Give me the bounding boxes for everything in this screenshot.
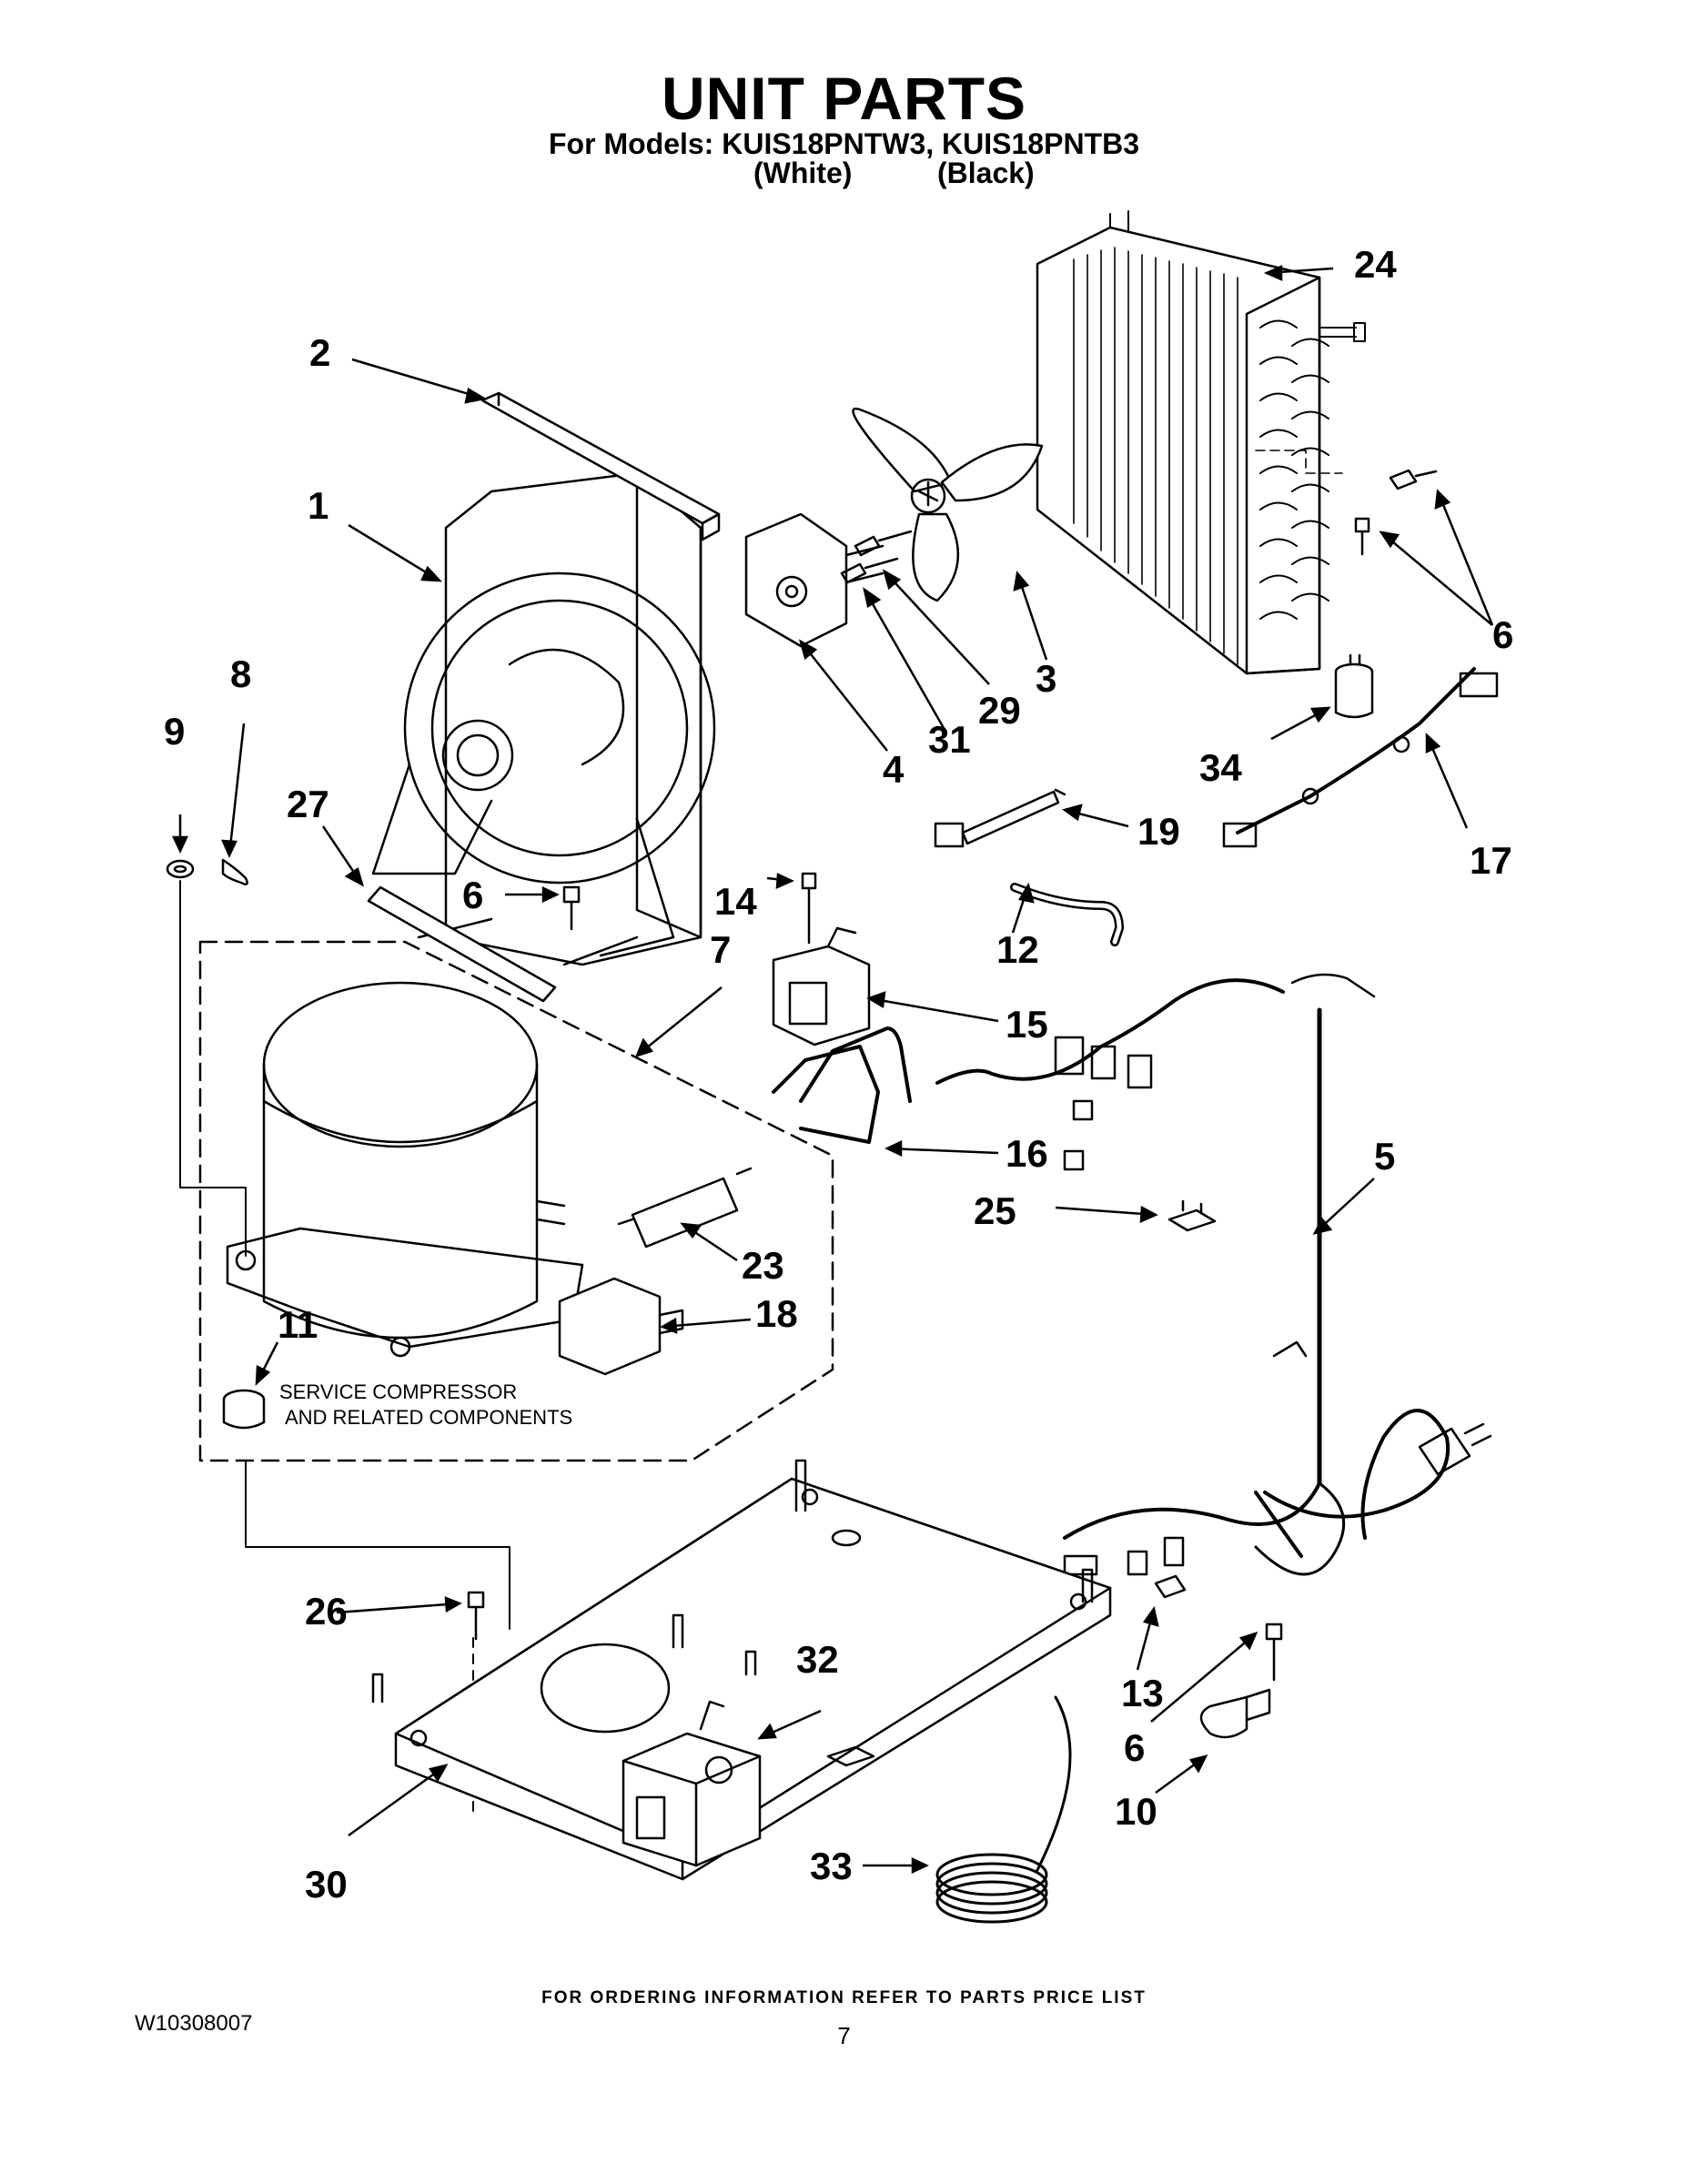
- clip: [221, 858, 248, 885]
- callout-27: 27: [287, 783, 329, 825]
- callout-4: 4: [883, 748, 905, 791]
- condenser-coil: [1036, 210, 1366, 675]
- callout-29: 29: [978, 689, 1021, 732]
- callout-16: 16: [1006, 1132, 1048, 1175]
- callout-25: 25: [974, 1189, 1016, 1232]
- callout-7: 7: [710, 928, 731, 971]
- callout-19: 19: [1137, 810, 1180, 853]
- water-valve-assembly: [622, 1700, 762, 1867]
- service-group-outline: [198, 940, 834, 1462]
- washer: [166, 859, 195, 879]
- callout-6-mid: 6: [462, 874, 483, 916]
- callout-1: 1: [308, 484, 329, 527]
- callout-26: 26: [305, 1590, 348, 1633]
- models-subtitle: For Models: KUIS18PNTW3, KUIS18PNTB3: [549, 127, 1139, 160]
- clamp-10: [1199, 1688, 1271, 1739]
- fan-motor: [744, 512, 884, 648]
- power-cord: [1254, 1409, 1492, 1558]
- wire-harness-5: [935, 973, 1376, 1576]
- callout-6-top: 6: [1492, 613, 1513, 656]
- page-number: 7: [837, 2022, 851, 2049]
- callout-10: 10: [1115, 1790, 1157, 1833]
- drain-tube: [1010, 883, 1124, 946]
- callout-13: 13: [1121, 1672, 1164, 1714]
- callout-12: 12: [996, 928, 1039, 971]
- valve-coil: [772, 926, 871, 1046]
- shroud-screw: [562, 885, 581, 931]
- screw-26: [467, 1591, 485, 1641]
- screw-14: [801, 872, 817, 945]
- callout-15: 15: [1006, 1003, 1048, 1046]
- fan-blade: [852, 407, 1044, 602]
- service-note-line2: AND RELATED COMPONENTS: [285, 1406, 572, 1429]
- screw-6-lower: [1265, 1623, 1283, 1682]
- callout-17: 17: [1470, 839, 1512, 882]
- color-label-black: (Black): [937, 157, 1035, 189]
- screw-13: [1154, 1574, 1187, 1599]
- condenser-screws: [1255, 450, 1438, 556]
- capacitor: [1334, 653, 1374, 719]
- callout-30: 30: [305, 1863, 348, 1906]
- tubing-coil: [935, 1695, 1072, 1924]
- callout-5: 5: [1374, 1135, 1395, 1178]
- callout-31: 31: [928, 718, 971, 761]
- callout-34: 34: [1199, 746, 1242, 789]
- callout-18: 18: [755, 1292, 798, 1335]
- callout-8: 8: [230, 652, 251, 695]
- callout-14: 14: [714, 880, 757, 923]
- callout-3: 3: [1036, 657, 1056, 700]
- grommet: [222, 1389, 266, 1430]
- wire-harness-17: [1222, 667, 1499, 848]
- cable-tie: [934, 788, 1066, 848]
- base-plate: [371, 1459, 1112, 1881]
- callout-9: 9: [164, 710, 185, 753]
- gasket-27: [367, 885, 557, 1003]
- callout-33: 33: [810, 1845, 853, 1887]
- callout-24: 24: [1354, 243, 1397, 286]
- insulation-strip: [480, 391, 721, 541]
- page-title: UNIT PARTS: [661, 65, 1027, 132]
- tubing-16: [772, 1026, 912, 1144]
- bracket-25: [1167, 1199, 1217, 1232]
- callout-32: 32: [796, 1638, 839, 1681]
- callout-2: 2: [309, 331, 330, 374]
- motor-screws: [840, 530, 913, 584]
- compressor: [226, 981, 584, 1358]
- callout-labels: 2 1 24 6 3 29 31 4 34 17 19 12 14 15 16 …: [164, 243, 1513, 1906]
- document-number: W10308007: [135, 2011, 253, 2036]
- service-note-line1: SERVICE COMPRESSOR: [279, 1380, 517, 1403]
- start-relay: [558, 1277, 684, 1376]
- callout-6-lower: 6: [1124, 1726, 1145, 1769]
- color-label-white: (White): [753, 157, 853, 189]
- filter-drier: [617, 1167, 753, 1249]
- callout-11: 11: [278, 1303, 318, 1346]
- ordering-note: FOR ORDERING INFORMATION REFER TO PARTS …: [541, 1988, 1147, 2007]
- callout-23: 23: [742, 1244, 784, 1287]
